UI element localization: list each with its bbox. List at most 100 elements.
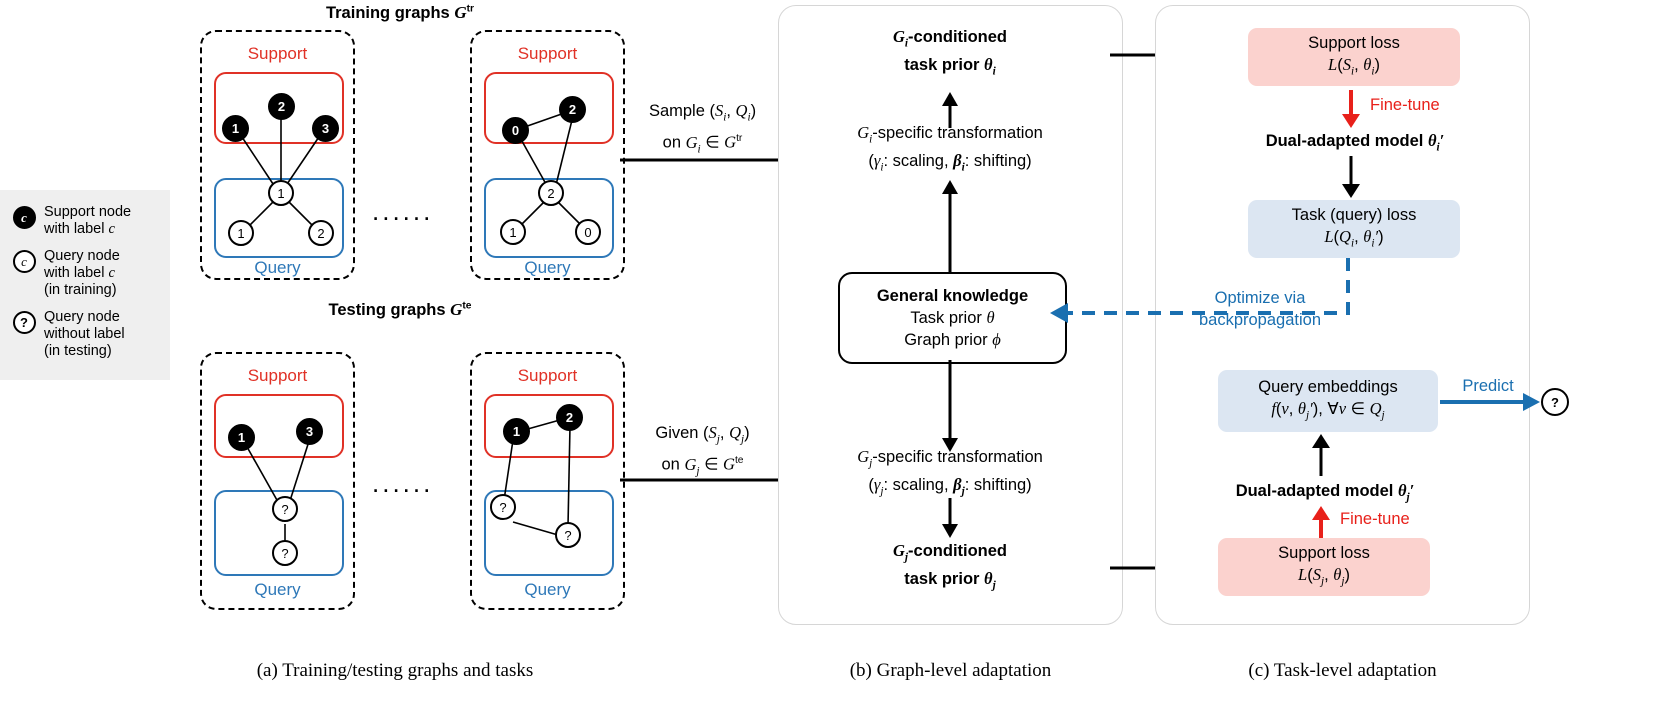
training-graph-1-support-box: [214, 72, 344, 144]
arrow-up-from-general-knowledge-top: [942, 180, 958, 272]
general-knowledge-box: General knowledge Task prior θ Graph pri…: [838, 272, 1067, 364]
legend-label-1-line2: with label c: [44, 265, 115, 281]
legend-panel: c Support node with label c c Query node…: [0, 190, 170, 380]
panel-a-caption: (a) Training/testing graphs and tasks: [256, 660, 534, 681]
training-graph-1-query-node-0: 1: [268, 180, 294, 206]
testing-graph-2-query-label: Query: [524, 580, 571, 599]
testing-graph-1-support-box: [214, 394, 344, 458]
predict-label: Predict: [1462, 377, 1514, 395]
testing-graph-2-support-node-0: 1: [503, 418, 530, 445]
testing-graph-2-support-box: [484, 394, 614, 458]
gj-specific-transformation: Gj-specific transformation (γj: scaling,…: [857, 447, 1043, 498]
given-arrow: [620, 472, 795, 488]
legend-item-support-node: c Support node with label c: [4, 204, 162, 238]
testing-graph-1-support-node-0: 1: [228, 424, 255, 451]
finetune-label-bottom: Fine-tune: [1340, 510, 1410, 528]
training-graphs-ellipsis: ......: [372, 196, 434, 226]
legend-label-2-line2: without label: [44, 326, 125, 342]
support-loss-bottom-formula: L(Sj, θj): [1298, 564, 1350, 588]
optimize-via-backpropagation-label: Optimize via backpropagation: [1198, 289, 1321, 329]
legend-label-2-line1: Query node: [44, 309, 120, 325]
legend-item-unknown-query-node: ? Query node without label (in testing): [4, 309, 162, 360]
query-embeddings-formula: f(v, θj′), ∀v ∈ Qj: [1271, 398, 1385, 422]
support-loss-bottom-title: Support loss: [1278, 543, 1370, 562]
arrow-to-task-loss: [1342, 156, 1360, 198]
sample-arrow-label: Sample (Si, Qi) on Gi ∈ Gtr: [648, 101, 757, 156]
query-embeddings-title: Query embeddings: [1258, 377, 1398, 396]
legend-label-1-line3: (in training): [44, 282, 117, 298]
backpropagation-arrow: [1050, 258, 1350, 323]
training-graph-2-query-box: [484, 178, 614, 258]
legend-label-2-line3: (in testing): [44, 343, 112, 359]
arrow-down-from-general-knowledge: [942, 360, 958, 452]
unknown-query-node-icon: ?: [4, 309, 44, 334]
support-loss-top-formula: L(Si, θi): [1328, 54, 1380, 78]
legend-symbol-0: c: [21, 209, 27, 225]
training-graphs-title: Training graphs Gtr: [325, 3, 475, 22]
testing-graph-1-query-box: [214, 490, 344, 576]
testing-graph-1-query-node-1: ?: [272, 540, 298, 566]
training-graph-2-support-node-0: 0: [502, 117, 529, 144]
testing-graph-2-query-node-1: ?: [555, 522, 581, 548]
training-graph-2-query-node-0: 2: [538, 180, 564, 206]
testing-graph-2-query-box: [484, 490, 614, 576]
training-graph-1-support-node-2: 3: [312, 115, 339, 142]
training-graph-1-support-node-1: 2: [268, 93, 295, 120]
legend-item-query-node: c Query node with label c (in training): [4, 248, 162, 299]
legend-symbol-2: ?: [20, 315, 28, 330]
training-graph-1-support-label: Support: [247, 44, 308, 63]
dual-adapted-model-top: Dual-adapted model θi′: [1265, 131, 1445, 154]
legend-label-0-line2: with label c: [44, 221, 115, 237]
training-graph-1-edges: [235, 108, 326, 234]
gi-conditioned-task-prior: Gi-conditioned task prior θi: [892, 27, 1008, 78]
finetune-arrow-top: [1342, 90, 1360, 128]
general-knowledge-graph-prior: Graph prior ϕ: [904, 330, 1001, 349]
general-knowledge-title: General knowledge: [876, 287, 1029, 305]
dual-adapted-model-bottom: Dual-adapted model θj′: [1235, 481, 1415, 504]
legend-symbol-1: c: [21, 253, 27, 269]
testing-graph-1-edges: [241, 437, 311, 549]
training-graph-2-support-box: [484, 72, 614, 144]
arrow-down-to-gj-prior: [942, 498, 958, 538]
training-graph-1-query-node-1: 1: [228, 220, 254, 246]
task-loss-formula: L(Qi, θi′): [1324, 226, 1384, 250]
gj-conditioned-task-prior: Gj-conditioned task prior θj: [892, 541, 1008, 592]
testing-graph-2-query-node-0: ?: [490, 494, 516, 520]
query-embeddings-box: Query embeddings f(v, θj′), ∀v ∈ Qj: [1218, 370, 1438, 432]
testing-graph-2-support-node-1: 2: [556, 404, 583, 431]
panel-b-caption: (b) Graph-level adaptation: [849, 660, 1052, 681]
training-graph-1-query-label: Query: [254, 258, 301, 277]
finetune-label-top: Fine-tune: [1370, 96, 1440, 114]
predict-arrow: [1440, 393, 1540, 411]
training-graph-2-query-node-2: 0: [575, 219, 601, 245]
sample-arrow: [620, 152, 795, 168]
testing-graph-1-query-node-0: ?: [272, 496, 298, 522]
support-node-icon: c: [4, 204, 44, 229]
query-node-icon: c: [4, 248, 44, 273]
general-knowledge-task-prior: Task prior θ: [910, 308, 995, 327]
task-query-loss-box: Task (query) loss L(Qi, θi′): [1248, 200, 1460, 258]
support-loss-bottom-box: Support loss L(Sj, θj): [1218, 538, 1430, 596]
training-graph-2-support-node-1: 2: [559, 96, 586, 123]
arrow-to-query-embeddings: [1312, 434, 1330, 476]
gi-specific-transformation: Gi-specific transformation (γi: scaling,…: [857, 123, 1043, 174]
training-graph-2-support-label: Support: [517, 44, 578, 63]
testing-graph-1-query-label: Query: [254, 580, 301, 599]
legend-label-0-line1: Support node: [44, 204, 132, 220]
testing-graph-1-support-label: Support: [247, 366, 308, 385]
testing-graph-1-container: [200, 352, 355, 610]
predicted-query-node: ?: [1541, 388, 1569, 416]
testing-graph-2-support-label: Support: [517, 366, 578, 385]
testing-graph-1-support-node-1: 3: [296, 418, 323, 445]
testing-graph-2-edges: [502, 417, 571, 536]
testing-graphs-title: Testing graphs Gte: [328, 300, 472, 319]
panel-c-caption: (c) Task-level adaptation: [1248, 660, 1437, 681]
support-loss-top-title: Support loss: [1308, 33, 1400, 52]
arrow-up-to-gi-prior: [942, 92, 958, 128]
given-arrow-label: Given (Sj, Qj) on Gj ∈ Gte: [655, 423, 750, 478]
training-graph-2-query-node-1: 1: [500, 219, 526, 245]
training-graph-1-container: [200, 30, 355, 280]
task-loss-title: Task (query) loss: [1291, 205, 1417, 224]
training-graph-2-container: [470, 30, 625, 280]
training-graph-1-query-node-2: 2: [308, 220, 334, 246]
